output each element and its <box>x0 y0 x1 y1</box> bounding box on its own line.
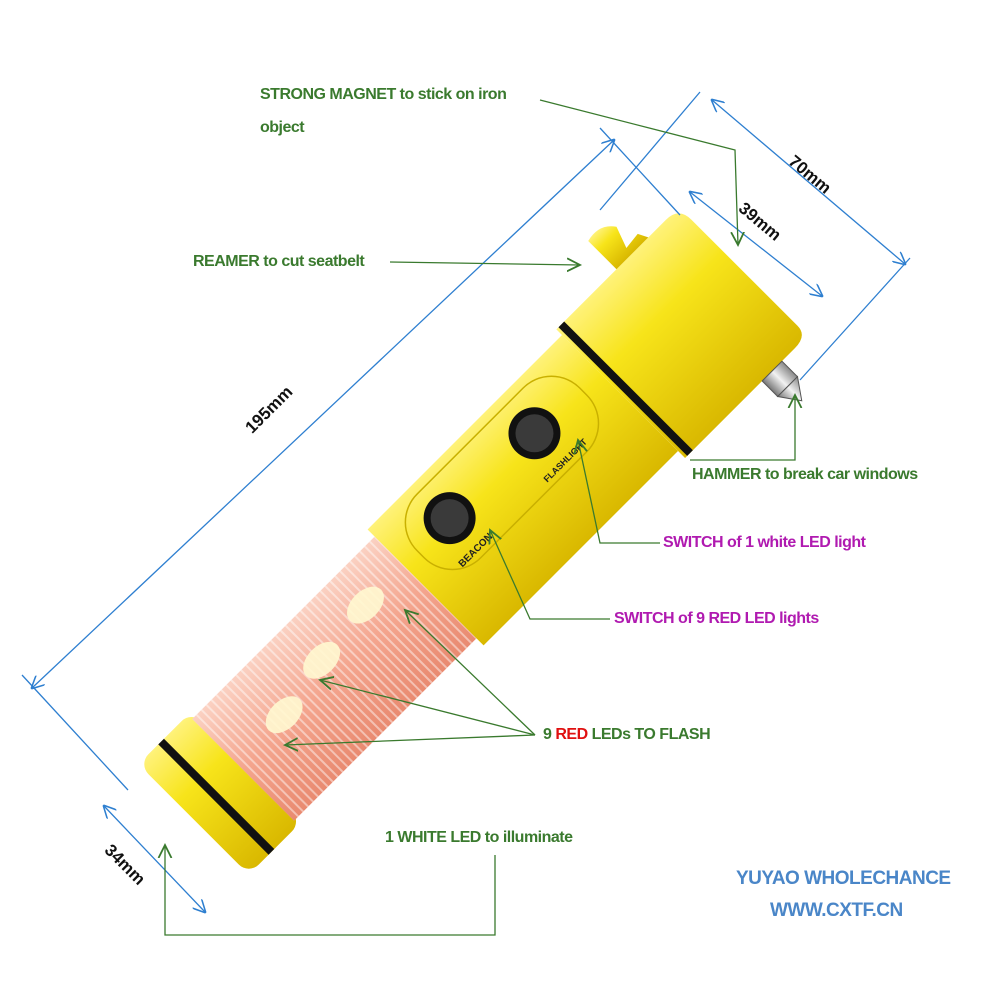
led-1 <box>265 696 303 734</box>
magnet-label-line1: STRONG MAGNET to stick on iron <box>260 86 507 103</box>
brand-url: WWW.CXTF.CN <box>770 900 903 921</box>
reamer-label: REAMER to cut seatbelt <box>193 253 365 270</box>
switch-white-label: SWITCH of 1 white LED light <box>663 534 866 551</box>
dimension-lines <box>21 91 911 912</box>
hammer-label: HAMMER to break car windows <box>692 466 918 483</box>
switch-red-label: SWITCH of 9 RED LED lights <box>614 610 819 627</box>
red-leds-label: 9 RED LEDs TO FLASH <box>543 726 711 743</box>
brand-name: YUYAO WHOLECHANCE <box>736 868 951 889</box>
magnet-label-line2: object <box>260 119 305 136</box>
end-ring <box>158 738 275 855</box>
white-led-label: 1 WHITE LED to illuminate <box>385 829 573 846</box>
end-cap <box>144 716 297 869</box>
annotation-leaders <box>165 99 795 936</box>
